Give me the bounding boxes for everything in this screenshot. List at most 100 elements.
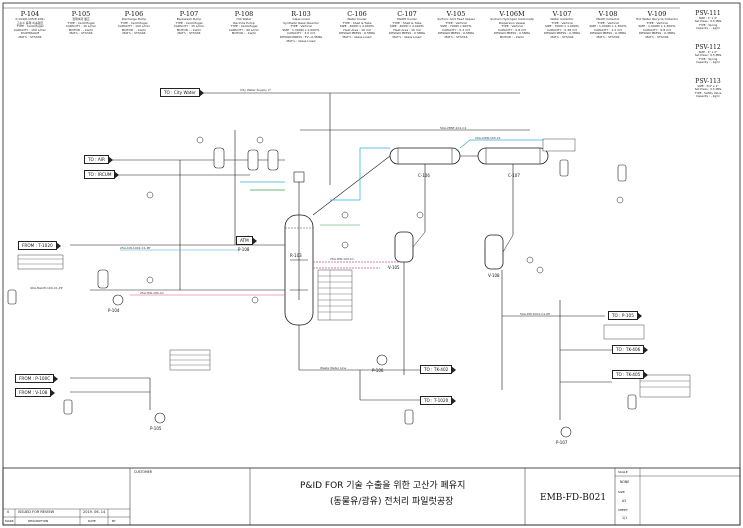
psv-desc: SIZE : 1" x 2" Set Press : 0.5 MPa TYPE … <box>694 16 722 30</box>
header-tag: C-107 <box>397 10 417 18</box>
header-p104: P-104 P-104(P-105/P-106) 고순수 용제 이송펌프 TYP… <box>6 10 54 40</box>
rev-mark: 0 <box>7 510 10 514</box>
instrument-bubble <box>616 196 624 204</box>
vapor-line <box>312 155 391 216</box>
header-tag: P-104 <box>20 10 40 18</box>
header-p105: P-105 정제여과 펌프 TYPE : Centrifugal CAPACIT… <box>56 10 106 36</box>
line-label: 25A-CW-1001-C1-PP <box>120 246 151 250</box>
instrument-bubble <box>526 256 534 264</box>
header-p106: P-106 Discharge Pump TYPE : Centrifugal … <box>108 10 160 36</box>
header-desc: MeOH Cooler TYPE : Shell & Tube SIZE : 4… <box>389 17 425 39</box>
flag-from-t1020[interactable]: FROM : T-1020 <box>18 241 61 250</box>
tag-p105: P-105 <box>150 426 162 431</box>
size-label: SIZE <box>618 490 625 494</box>
psv-tag: PSV-112 <box>695 44 721 51</box>
header-tag: V-107 <box>552 10 572 18</box>
pump-p106 <box>376 354 388 366</box>
tag-r103: R-103 <box>290 253 302 258</box>
instrument-bubble <box>146 276 154 284</box>
header-desc: Glass Lined Synthetic Resin Reactor TYPE… <box>279 17 323 43</box>
scale-label: SCALE <box>618 470 628 474</box>
drum <box>559 159 569 177</box>
line-label: 50A-VENT-101-C1 <box>440 126 467 130</box>
flag-from-p100c[interactable]: FROM : P-100C <box>15 374 59 383</box>
flag-from-v108[interactable]: FROM : V-108 <box>15 388 56 397</box>
instrument-bubble <box>341 211 349 219</box>
drum <box>7 289 17 305</box>
tag-p108: P-108 <box>238 247 250 252</box>
line-table <box>17 254 64 270</box>
psv-111-note: PSV-111 SIZE : 1" x 2" Set Press : 0.5 M… <box>680 10 736 30</box>
tag-p104: P-104 <box>108 308 120 313</box>
agitator-motor <box>293 171 305 183</box>
line-label: Waste Water Line <box>320 366 347 370</box>
pump-p104 <box>112 294 124 306</box>
flag-atm[interactable]: ATM <box>236 236 257 245</box>
reactor-r103 <box>284 171 314 326</box>
header-v105: V-105 Sulfuric Acid Feed Vessel TYPE : V… <box>430 10 482 40</box>
header-tag: P-107 <box>179 10 199 18</box>
rev-date: 2019. 06. 14 <box>83 510 106 514</box>
rev-description: ISSUED FOR REVIEW <box>18 510 55 514</box>
header-desc: Hot Water Recycle Collector TYPE : Verti… <box>636 17 678 39</box>
title-line-2: (동물유/광유) 전처리 파일럿공장 <box>330 497 454 507</box>
tag-p107: P-107 <box>556 440 568 445</box>
header-p108: P-108 Hot Water Recircle Pump TYPE : Cen… <box>218 10 270 36</box>
vessel-v108 <box>484 234 504 270</box>
header-tag: V-106M <box>499 10 525 18</box>
customer-label: CUSTOMER <box>134 470 153 474</box>
flag-to-p105[interactable]: TO : P-105 <box>608 311 642 320</box>
header-desc: Water Collector TYPE : Vertical SIZE : 7… <box>544 17 580 39</box>
line-table <box>542 138 576 152</box>
header-desc: Backwash Pump TYPE : Centrifugal CAPACIT… <box>173 17 205 36</box>
header-desc: Water Cooler TYPE : Shell & Tube SIZE : … <box>339 17 375 39</box>
flag-to-tk405[interactable]: TO : TK-405 <box>612 370 649 379</box>
psv-tag: PSV-113 <box>695 78 721 85</box>
header-c106: C-106 Water Cooler TYPE : Shell & Tube S… <box>332 10 382 40</box>
drum <box>404 409 414 425</box>
reactor-nozzle-table <box>317 269 353 321</box>
col-description: DESCRIPTION <box>28 519 49 523</box>
drum <box>63 399 73 415</box>
flag-to-city-water[interactable]: TO : City Water <box>160 88 204 97</box>
size-value: A3 <box>622 499 627 503</box>
header-tag: P-105 <box>71 10 91 18</box>
header-desc: Discharge Pump TYPE : Centrifugal CAPACI… <box>117 17 151 36</box>
exchanger-c106 <box>389 147 461 165</box>
header-desc: Hot Water Recircle Pump TYPE : Centrifug… <box>228 17 260 36</box>
pump-p105 <box>154 412 166 424</box>
sheet-value: 1/1 <box>622 516 628 520</box>
flag-to-ircum[interactable]: TO : IRCUM <box>84 170 121 179</box>
pump-p107 <box>560 426 572 438</box>
flag-to-t1020[interactable]: TO : T-1020 <box>420 396 457 405</box>
feed-vessel <box>247 149 259 171</box>
header-tag: R-103 <box>291 10 311 18</box>
tag-c107: C-107 <box>508 173 520 178</box>
header-tag: V-105 <box>446 10 466 18</box>
instrument-bubble <box>251 296 259 304</box>
col-by: BY <box>112 519 116 523</box>
cooling-water-line <box>459 139 548 149</box>
flag-to-tk406[interactable]: TO : TK-406 <box>612 345 649 354</box>
feed-vessel <box>267 149 279 171</box>
psv-tag: PSV-111 <box>695 10 721 17</box>
header-r103: R-103 Glass Lined Synthetic Resin Reacto… <box>272 10 330 43</box>
flag-to-tk402[interactable]: TO : TK-402 <box>420 365 457 374</box>
drum <box>97 269 109 289</box>
line-label: 25A-HW-105-C1 <box>140 291 164 295</box>
header-desc: MeOH Collector TYPE : Vertical SIZE : 1,… <box>589 17 627 39</box>
flag-to-air[interactable]: TO : AIR <box>84 155 113 164</box>
drawing-number: EMB-FD-B021 <box>540 493 607 503</box>
line-label: 25A-HW-103-C1 <box>330 257 354 261</box>
line-label: 50A-PW-1001-C1-PP <box>520 312 551 316</box>
sheet-label: SHEET <box>618 508 628 512</box>
vessel-v107 <box>394 231 414 263</box>
instrument-bubble <box>256 136 264 144</box>
header-v109: V-109 Hot Water Recycle Collector TYPE :… <box>632 10 682 40</box>
psv-desc: SIZE : 1" x 2" Set Press : 0.5 MPa TYPE … <box>694 50 722 64</box>
instrument-bubble <box>536 266 544 274</box>
line-table <box>603 324 645 340</box>
tag-p106: P-106 <box>372 368 384 373</box>
